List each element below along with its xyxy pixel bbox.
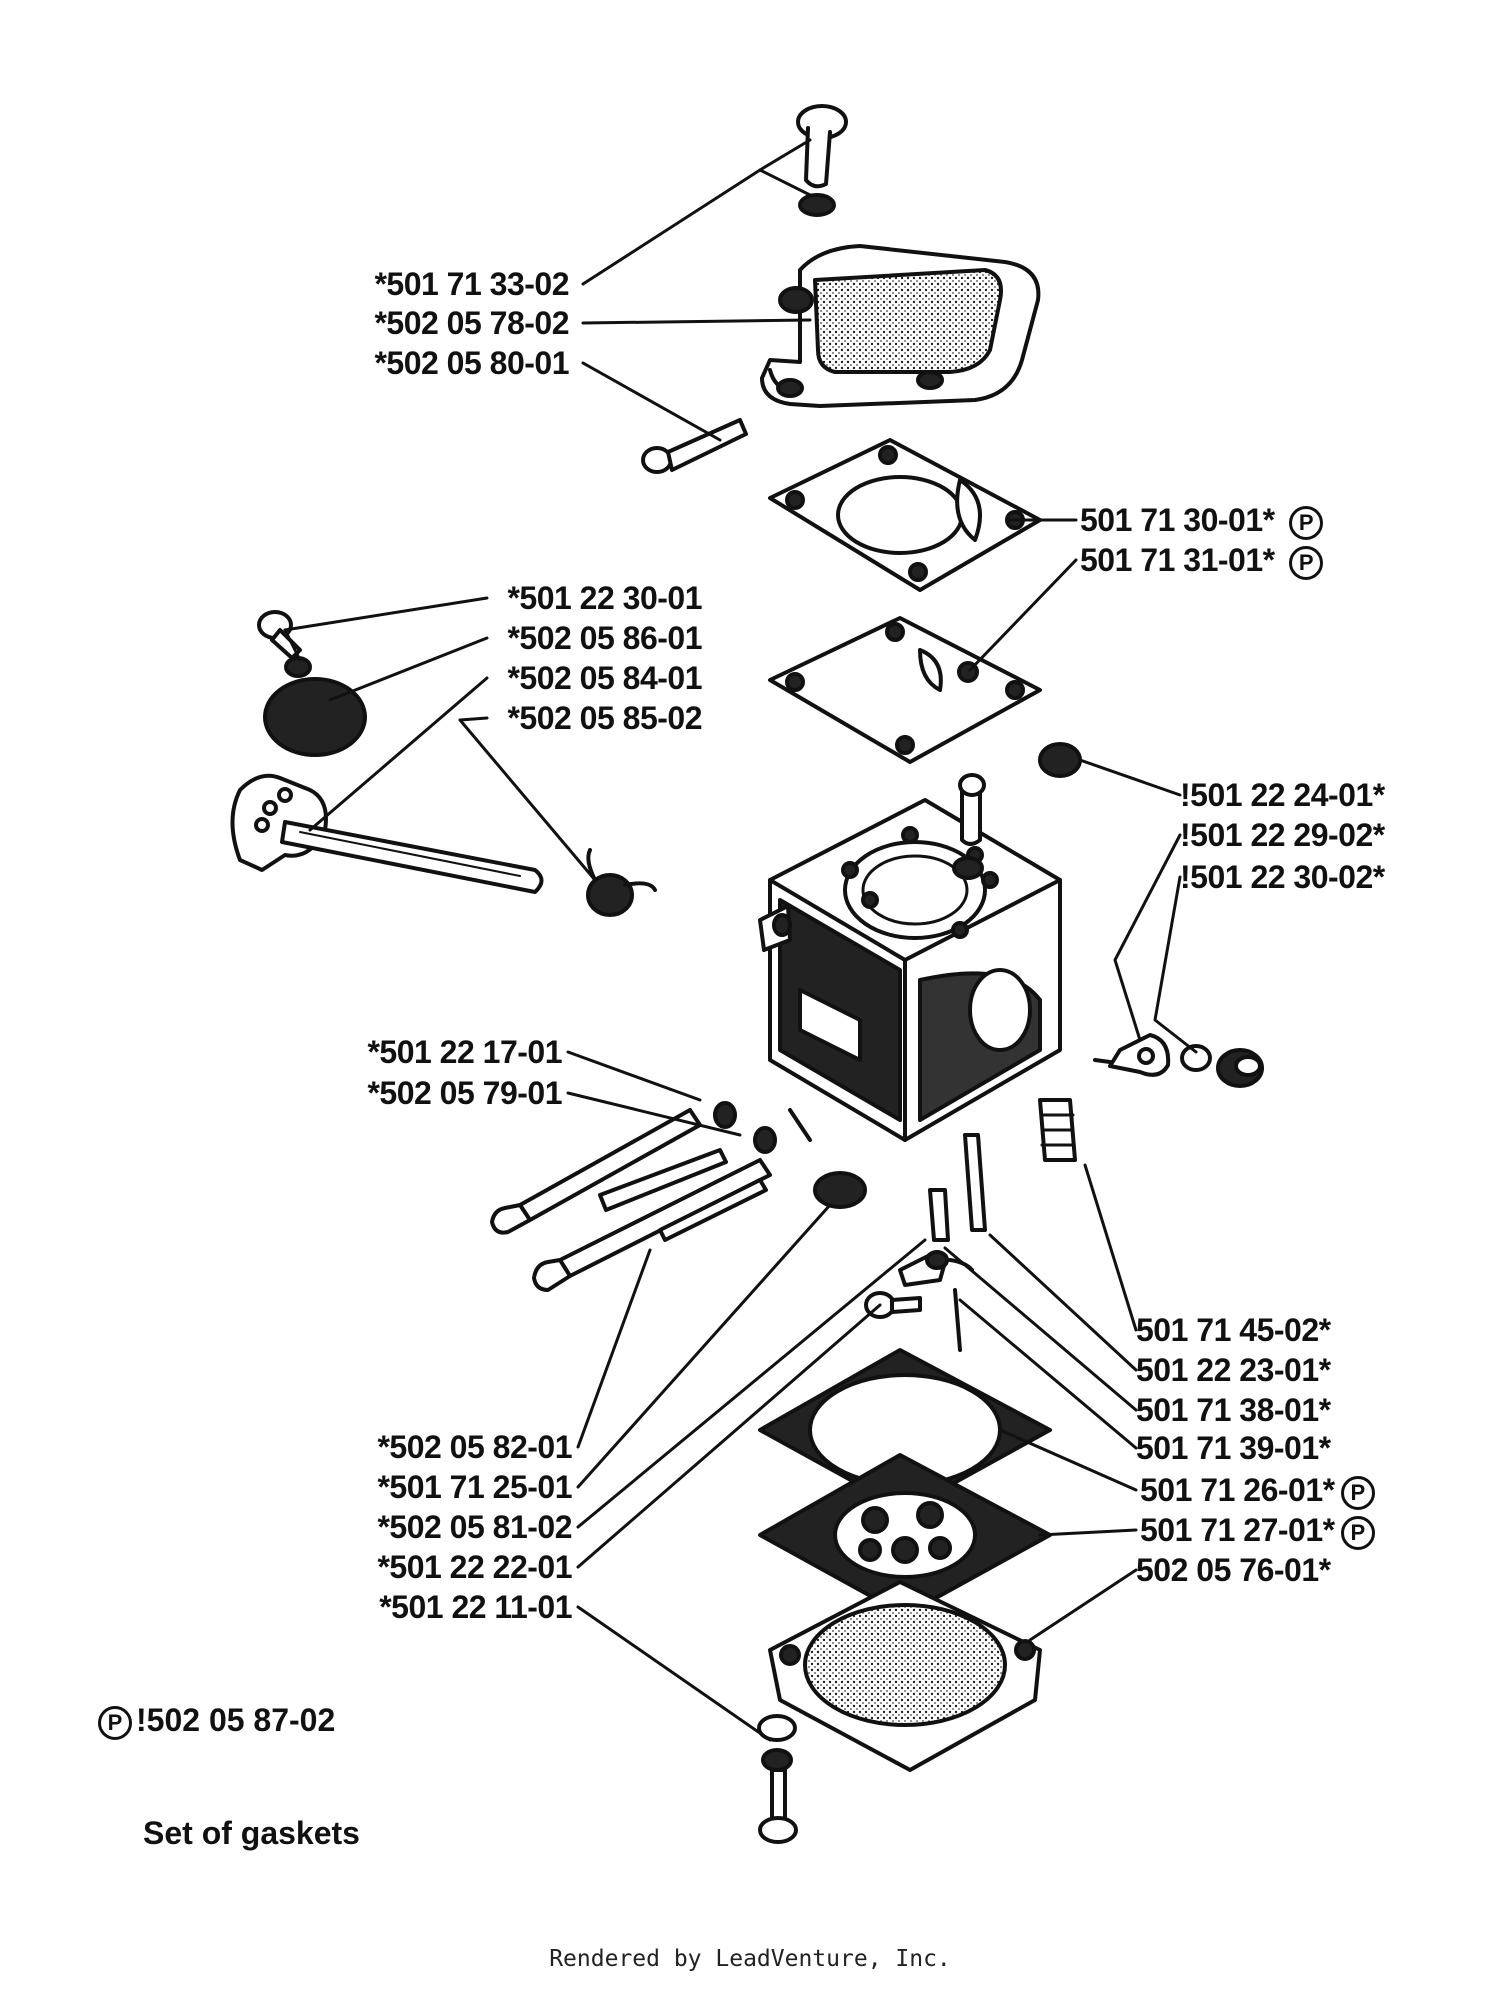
choke-lever xyxy=(1093,1033,1264,1088)
part-label: !501 22 30-02 * xyxy=(1180,859,1385,895)
part-label: * 502 05 79-01 xyxy=(367,1075,562,1111)
pump-gasket xyxy=(768,438,1042,592)
metering-lever xyxy=(898,1188,974,1287)
gasket-set-badge: P xyxy=(1288,505,1323,540)
part-label: * 502 05 86-01 xyxy=(507,620,702,656)
part-label: 501 71 39-01 * xyxy=(1136,1430,1331,1466)
gasket-set-description: Set of gaskets xyxy=(143,1815,360,1851)
adjust-needles xyxy=(490,1101,812,1292)
side-screw xyxy=(641,418,748,474)
throttle-shaft xyxy=(230,773,544,894)
top-screw xyxy=(796,104,848,217)
fuel-inlet xyxy=(958,773,986,846)
part-label: * 502 05 78-02 xyxy=(374,305,569,341)
part-label: * 501 22 22-01 xyxy=(377,1549,572,1585)
part-label: 501 22 23-01 * xyxy=(1136,1352,1331,1388)
gasket-set-part: P!502 05 87-02 xyxy=(98,1702,335,1740)
part-label: * 501 71 33-02 xyxy=(374,266,569,302)
part-label: 502 05 76-01 * xyxy=(1136,1552,1331,1588)
part-label: * 501 22 30-01 xyxy=(507,580,702,616)
carburetor-body xyxy=(758,798,1062,1142)
gasket-set-badge: P xyxy=(1340,1515,1375,1550)
part-label: * 502 05 84-01 xyxy=(507,660,702,696)
leader-lines xyxy=(283,138,1198,1742)
gasket-set-badge: P xyxy=(1340,1475,1375,1510)
pump-cover xyxy=(760,244,1041,408)
metering-diaphragm xyxy=(758,1453,1052,1617)
gasket-set-badge: P xyxy=(1288,545,1323,580)
metering-cover xyxy=(768,1580,1042,1772)
throttle-screw xyxy=(257,610,312,678)
part-label: * 502 05 80-01 xyxy=(374,345,569,381)
throttle-spring xyxy=(586,848,657,917)
pump-diaphragm xyxy=(768,616,1042,764)
plug-cap xyxy=(1038,742,1082,778)
part-label: * 502 05 82-01 xyxy=(377,1429,572,1465)
part-label: !501 22 29-02 * xyxy=(1180,817,1385,853)
part-label: 501 71 31-01 * P xyxy=(1080,542,1323,580)
part-label: * 501 22 11-01 xyxy=(379,1589,572,1625)
bottom-screw xyxy=(757,1714,798,1844)
part-label: * 501 71 25-01 xyxy=(377,1469,572,1505)
part-label: 501 71 26-01 *P xyxy=(1140,1472,1375,1510)
part-label: * 501 22 17-01 xyxy=(367,1034,562,1070)
check-valve xyxy=(813,1171,867,1209)
part-label: 501 71 38-01 * xyxy=(1136,1392,1331,1428)
lever-pin xyxy=(963,1133,987,1232)
part-label: * 502 05 85-02 xyxy=(507,700,702,736)
throttle-disc xyxy=(263,677,367,757)
gasket-set-badge: P xyxy=(98,1705,132,1740)
part-label: * 502 05 81-02 xyxy=(377,1509,572,1545)
part-label: 501 71 30-01 * P xyxy=(1080,502,1323,540)
metering-spring xyxy=(1038,1098,1077,1162)
part-label: !501 22 24-01 * xyxy=(1180,777,1385,813)
footer-credit: Rendered by LeadVenture, Inc. xyxy=(549,1946,951,1972)
lever-screw xyxy=(864,1288,962,1352)
part-label: 501 71 45-02 * xyxy=(1136,1312,1331,1348)
part-label: 501 71 27-01 *P xyxy=(1140,1512,1375,1550)
